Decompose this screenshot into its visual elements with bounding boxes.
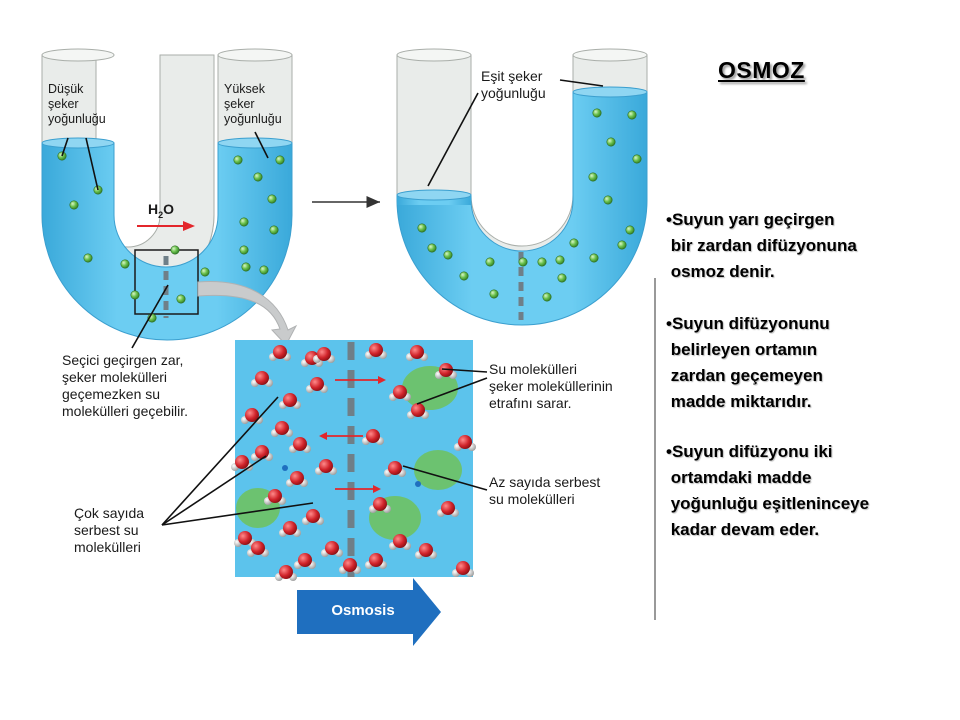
- water-molecule: [271, 421, 293, 437]
- sugar-dot: [253, 172, 263, 182]
- water-molecule: [306, 377, 328, 393]
- osmosis-label: Osmosis: [331, 602, 395, 619]
- sugar-dot: [200, 267, 210, 277]
- water-molecule: [415, 543, 437, 559]
- bullet-2: •Suyun difüzyonunu belirleyen ortamın za…: [666, 314, 830, 411]
- sugar-molecules: [57, 108, 642, 323]
- zoom-arrow: [197, 281, 298, 346]
- osmosis-arrow: [297, 578, 441, 646]
- water-molecule: [251, 371, 273, 387]
- sugar-dot: [120, 259, 130, 269]
- water-molecule: [313, 347, 335, 363]
- water-molecule: [389, 385, 411, 401]
- right-u-tube: [396, 48, 648, 326]
- water-molecule: [269, 345, 291, 361]
- sugar-dot: [588, 172, 598, 182]
- sugar-dot: [606, 137, 616, 147]
- water-molecule: [365, 343, 387, 359]
- water-molecules: [231, 343, 476, 581]
- water-molecule: [435, 363, 457, 379]
- h2o-arrow: [137, 221, 195, 231]
- water-molecule: [362, 429, 384, 445]
- water-molecule: [286, 471, 308, 487]
- sugar-dot: [176, 294, 186, 304]
- sugar-dot: [555, 255, 565, 265]
- bullet-1: •Suyun yarı geçirgen bir zardan difüzyon…: [666, 210, 857, 281]
- sugar-dot: [130, 290, 140, 300]
- water-molecule: [452, 561, 474, 577]
- water-molecule: [365, 553, 387, 569]
- water-molecule: [275, 565, 297, 581]
- sugar-dot: [557, 273, 567, 283]
- sugar-dot: [485, 257, 495, 267]
- water-molecule: [247, 541, 269, 557]
- sugar-dot: [537, 257, 547, 267]
- h2o-label: H2O: [148, 201, 175, 220]
- sugar-dot: [83, 253, 93, 263]
- sugar-dot: [269, 225, 279, 235]
- sugar-dot: [489, 289, 499, 299]
- sugar-dot: [632, 154, 642, 164]
- sugar-dot: [542, 292, 552, 302]
- sugar-dot: [239, 217, 249, 227]
- water-molecule: [231, 455, 253, 471]
- water-molecule: [384, 461, 406, 477]
- sugar-dot: [518, 257, 528, 267]
- water-molecule: [315, 459, 337, 475]
- water-molecule: [241, 408, 263, 424]
- sugar-dot: [417, 223, 427, 233]
- water-molecule: [389, 534, 411, 550]
- water-molecule: [454, 435, 476, 451]
- water-molecule: [294, 553, 316, 569]
- page-title: OSMOZ: [718, 57, 805, 83]
- sugar-dot: [69, 200, 79, 210]
- sugar-dot: [625, 225, 635, 235]
- sugar-dot: [241, 262, 251, 272]
- bullet-3: •Suyun difüzyonu iki ortamdaki madde yoğ…: [666, 442, 870, 539]
- sugar-dot: [592, 108, 602, 118]
- sugar-dot: [239, 245, 249, 255]
- water-molecule: [406, 345, 428, 361]
- sugar-dot: [617, 240, 627, 250]
- sugar-dot: [259, 265, 269, 275]
- water-molecule: [369, 497, 391, 513]
- sugar-dot: [233, 155, 243, 165]
- zoom-panel: [231, 340, 476, 581]
- water-molecule: [437, 501, 459, 517]
- sugar-dot: [459, 271, 469, 281]
- sugar-dot: [275, 155, 285, 165]
- sugar-dot: [170, 245, 180, 255]
- sugar-dot: [443, 250, 453, 260]
- water-molecule: [321, 541, 343, 557]
- callout-lines: [61, 79, 604, 526]
- water-molecule: [279, 393, 301, 409]
- water-molecule: [289, 437, 311, 453]
- sugar-dot: [603, 195, 613, 205]
- water-molecule: [264, 489, 286, 505]
- water-molecule: [279, 521, 301, 537]
- sugar-dot: [589, 253, 599, 263]
- water-molecule: [302, 509, 324, 525]
- sugar-dot: [569, 238, 579, 248]
- sugar-dot: [267, 194, 277, 204]
- water-molecule: [339, 558, 361, 574]
- water-flow-arrows: [319, 376, 386, 493]
- water-molecule: [407, 403, 429, 419]
- sugar-dot: [627, 110, 637, 120]
- sugar-dot: [427, 243, 437, 253]
